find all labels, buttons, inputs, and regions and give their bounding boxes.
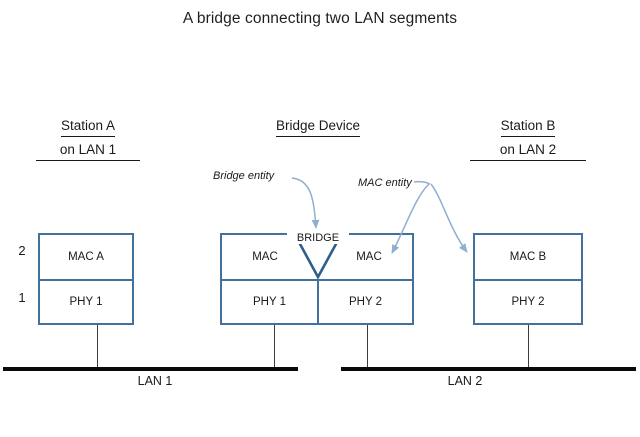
bridge-divider-vertical (317, 279, 319, 323)
heading-bridge-device-line1: Bridge Device (275, 116, 361, 137)
bridge-mac-left-cell: MAC (252, 251, 278, 263)
lan1-bus-line (3, 367, 298, 371)
bridge-phy-right-cell: PHY 2 (348, 296, 383, 308)
heading-station-b-line1: Station B (500, 116, 556, 137)
station-b-mac-cell: MAC B (509, 251, 547, 263)
page-title: A bridge connecting two LAN segments (182, 10, 458, 27)
annotation-mac-entity: MAC entity (358, 177, 412, 189)
layer-number-2: 2 (18, 243, 26, 258)
heading-bridge-device: Bridge Device (252, 116, 384, 137)
annotation-bridge-entity: Bridge entity (213, 170, 275, 182)
lan2-bus-line (341, 367, 636, 371)
bridge-entity-label: BRIDGE (287, 232, 349, 244)
drop-line-station-a (97, 325, 98, 368)
bridge-mac-right-cell: MAC (356, 251, 382, 263)
heading-station-a: Station A on LAN 1 (36, 116, 140, 161)
station-b-divider (475, 279, 581, 281)
station-a-stack: MAC A PHY 1 (38, 233, 134, 325)
bridge-entity-arrow (291, 177, 320, 229)
mac-entity-arrow-tail (413, 180, 431, 185)
drop-line-station-b (528, 325, 529, 368)
station-a-phy-cell: PHY 1 (69, 296, 103, 308)
heading-station-a-line1: Station A (60, 116, 116, 137)
lan1-label: LAN 1 (137, 374, 173, 388)
heading-station-b-line2: on LAN 2 (470, 140, 586, 161)
bridge-device-stack: MAC MAC PHY 1 PHY 2 (220, 233, 414, 325)
bridge-phy-left-cell: PHY 1 (252, 296, 287, 308)
station-b-phy-cell: PHY 2 (511, 296, 545, 308)
lan2-label: LAN 2 (447, 374, 483, 388)
station-a-divider (40, 279, 132, 281)
heading-station-a-line2: on LAN 1 (36, 140, 140, 161)
layer-number-1: 1 (18, 290, 26, 305)
drop-line-bridge-port-1 (274, 325, 275, 368)
station-a-mac-cell: MAC A (68, 251, 104, 263)
mac-entity-arrow-right (430, 183, 468, 253)
heading-station-b: Station B on LAN 2 (470, 116, 586, 161)
station-b-stack: MAC B PHY 2 (473, 233, 583, 325)
drop-line-bridge-port-2 (367, 325, 368, 368)
